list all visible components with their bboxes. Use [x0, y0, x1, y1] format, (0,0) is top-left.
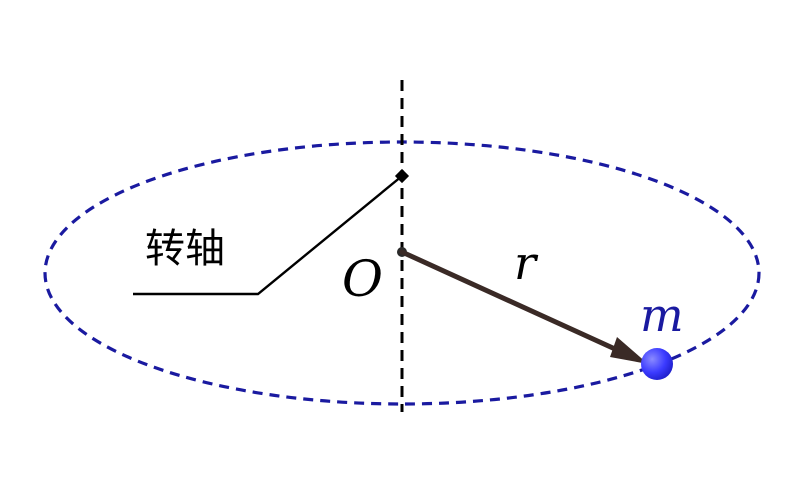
mass-label: m — [640, 288, 684, 342]
radius-arrow-shaft — [399, 249, 629, 357]
radius-label: r — [514, 236, 539, 290]
axis-pointer-marker — [394, 168, 410, 184]
mass-ball — [641, 348, 673, 380]
axis-label: 转轴 — [145, 226, 225, 272]
origin-label: O — [342, 250, 383, 308]
axis-leader-line — [133, 175, 403, 296]
radius-arrowhead — [610, 337, 648, 364]
